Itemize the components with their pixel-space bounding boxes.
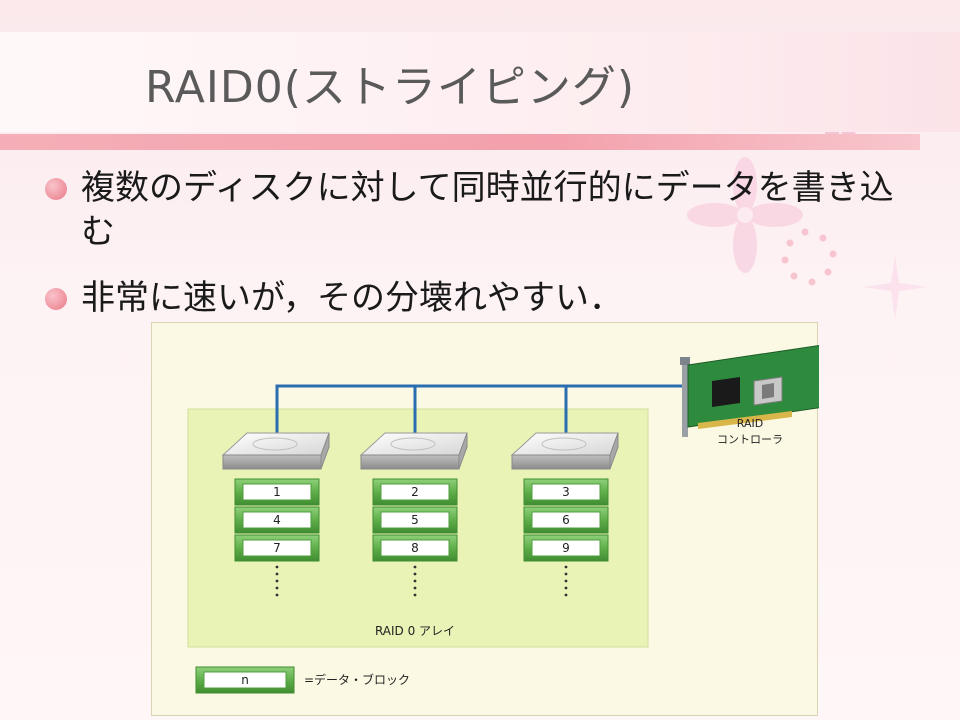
data-block: 6 (523, 506, 609, 534)
hard-disk-icon (510, 432, 619, 470)
data-block: 4 (234, 506, 320, 534)
disk-column: 2 5 8 (359, 432, 468, 597)
title-band (0, 32, 960, 132)
bullet-dot-icon (45, 288, 67, 310)
hard-disk-icon (221, 432, 330, 470)
disk-column: 3 6 9 (510, 432, 619, 597)
legend: n =データ・ブロック (195, 666, 410, 694)
data-block: 2 (372, 478, 458, 506)
data-block: 9 (523, 534, 609, 562)
disk-column: 1 4 7 (221, 432, 330, 597)
data-block-label: 2 (411, 485, 419, 499)
array-label: RAID 0 アレイ (375, 624, 455, 638)
bullet-text: 複数のディスクに対して同時並行的にデータを書き込む (81, 168, 894, 252)
bullet-item: 非常に速いが，その分壊れやすい． (45, 276, 925, 320)
data-block: 1 (234, 478, 320, 506)
hard-disk-icon (359, 432, 468, 470)
data-block-label: 1 (273, 485, 281, 499)
data-block-label: 8 (411, 541, 419, 555)
bus-lines (275, 384, 692, 435)
ellipsis-dots (413, 565, 417, 597)
data-block-label: 5 (411, 513, 419, 527)
ellipsis-dots (275, 565, 279, 597)
data-block: 8 (372, 534, 458, 562)
data-block: 7 (234, 534, 320, 562)
raid-controller-icon (680, 344, 819, 437)
data-block-label: 3 (562, 485, 570, 499)
bullet-text: 非常に速いが，その分壊れやすい． (81, 278, 623, 318)
data-block-label: 6 (562, 513, 570, 527)
bullet-item: 複数のディスクに対して同時並行的にデータを書き込む (45, 166, 925, 256)
legend-block-label: n (241, 673, 249, 687)
raid0-diagram: RAID コントローラ 1 4 7 2 5 8 3 6 9 RAID 0 アレイ n =データ・… (151, 322, 819, 716)
legend-text: =データ・ブロック (304, 672, 410, 687)
slide-title: RAID0(ストライピング) (145, 62, 636, 113)
raid0-diagram-svg: RAID コントローラ 1 4 7 2 5 8 3 6 9 RAID 0 アレイ n =データ・… (187, 344, 819, 694)
data-block: 3 (523, 478, 609, 506)
data-block: 5 (372, 506, 458, 534)
bullet-dot-icon (45, 178, 67, 200)
data-block-label: 9 (562, 541, 570, 555)
controller-label: コントローラ (717, 433, 783, 446)
disk-columns: 1 4 7 2 5 8 3 6 9 (221, 432, 619, 597)
ellipsis-dots (564, 565, 568, 597)
controller-label: RAID (737, 417, 763, 430)
data-block-label: 7 (273, 541, 281, 555)
title-underline (0, 134, 920, 150)
data-block-label: 4 (273, 513, 281, 527)
